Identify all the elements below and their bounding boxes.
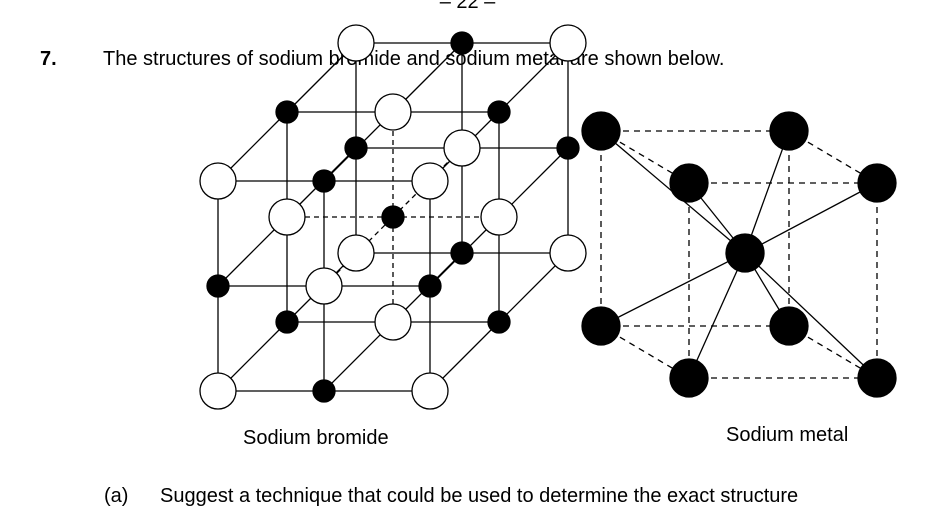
sodium-atom-corner bbox=[769, 111, 809, 151]
bromide-ion bbox=[199, 162, 237, 200]
sodium-atom-corner bbox=[769, 306, 809, 346]
sodium-metal-caption: Sodium metal bbox=[726, 424, 849, 446]
sodium-ion bbox=[487, 310, 511, 334]
sodium-ion bbox=[206, 274, 230, 298]
sodium-ion bbox=[344, 136, 368, 160]
sodium-atom-corner bbox=[857, 358, 897, 398]
page-number: – 22 – bbox=[439, 0, 496, 13]
sodium-ion bbox=[450, 241, 474, 265]
sodium-atom-corner bbox=[669, 358, 709, 398]
bromide-ion bbox=[199, 372, 237, 410]
body-diagonal-bond bbox=[744, 182, 878, 254]
sodium-atom-corner bbox=[581, 306, 621, 346]
sodium-ion bbox=[450, 31, 474, 55]
bromide-ion bbox=[337, 24, 375, 62]
body-diagonal-bond bbox=[744, 252, 878, 379]
body-diagonal-bond bbox=[688, 252, 746, 379]
sodium-ion bbox=[312, 379, 336, 403]
sodium-ion bbox=[556, 136, 580, 160]
bromide-ion bbox=[443, 129, 481, 167]
sodium-metal-lattice bbox=[581, 111, 897, 398]
bromide-ion bbox=[268, 198, 306, 236]
sodium-ion bbox=[381, 205, 405, 229]
sodium-atom-centre bbox=[725, 233, 765, 273]
sodium-ion bbox=[275, 310, 299, 334]
bromide-ion bbox=[411, 372, 449, 410]
sodium-ion bbox=[312, 169, 336, 193]
body-diagonal-bond bbox=[744, 130, 790, 254]
bromide-ion bbox=[305, 267, 343, 305]
sodium-ion bbox=[487, 100, 511, 124]
bromide-ion bbox=[411, 162, 449, 200]
sodium-ion bbox=[275, 100, 299, 124]
bromide-ion bbox=[337, 234, 375, 272]
bromide-ion bbox=[374, 303, 412, 341]
sodium-bromide-caption: Sodium bromide bbox=[243, 427, 389, 449]
bromide-ion bbox=[549, 24, 587, 62]
body-diagonal-bond bbox=[600, 252, 746, 327]
bromide-ion bbox=[549, 234, 587, 272]
bromide-ion bbox=[480, 198, 518, 236]
sodium-atom-corner bbox=[581, 111, 621, 151]
sodium-atom-corner bbox=[669, 163, 709, 203]
sodium-bromide-lattice bbox=[199, 24, 587, 410]
bromide-ion bbox=[374, 93, 412, 131]
sodium-ion bbox=[418, 274, 442, 298]
sodium-atom-corner bbox=[857, 163, 897, 203]
question-number: 7. bbox=[40, 48, 57, 70]
structures-figure bbox=[199, 24, 897, 410]
